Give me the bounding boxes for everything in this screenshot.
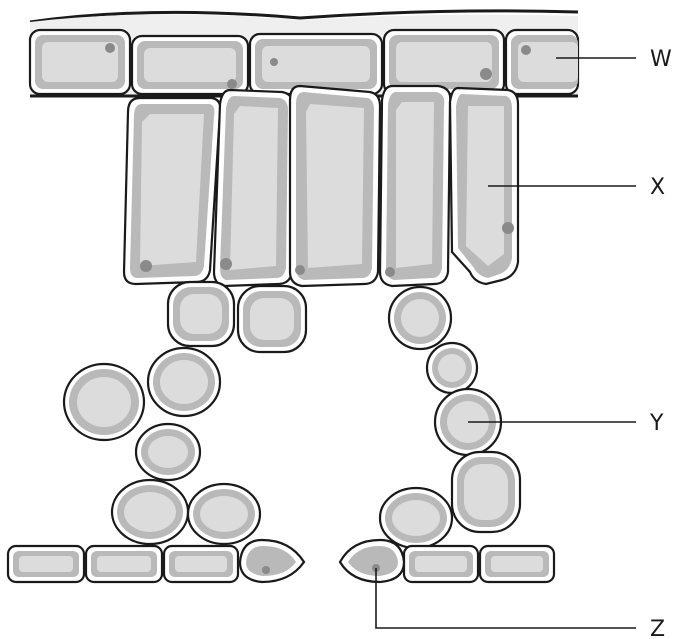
- spongy-cell: [136, 424, 200, 480]
- spongy-cell: [427, 343, 477, 393]
- epidermis-cell: [506, 30, 578, 94]
- guard-cell: [340, 540, 404, 582]
- epidermis-cell: [30, 30, 130, 94]
- spongy-cell: [112, 480, 188, 544]
- epidermis-cell: [250, 34, 382, 94]
- palisade-cell: [380, 86, 450, 286]
- spongy-cell: [389, 287, 451, 349]
- spongy-layer: [64, 282, 520, 548]
- spongy-cell: [380, 488, 452, 548]
- palisade-cell: [214, 90, 294, 286]
- spongy-cell: [452, 452, 520, 532]
- lower-epidermis-cell: [480, 546, 554, 582]
- lower-epidermis-cell: [8, 546, 84, 582]
- spongy-cell: [238, 286, 306, 352]
- lower-epidermis: [8, 540, 554, 582]
- spongy-cell: [188, 484, 260, 544]
- epidermis-cell: [384, 30, 504, 94]
- palisade-cell: [290, 86, 380, 286]
- lower-epidermis-cell: [404, 546, 478, 582]
- guard-cell: [240, 540, 304, 582]
- epidermis-cell: [132, 36, 248, 94]
- lower-epidermis-cell: [86, 546, 162, 582]
- spongy-cell: [168, 282, 234, 346]
- lower-epidermis-cell: [164, 546, 238, 582]
- label-y: Y: [649, 411, 664, 436]
- upper-epidermis: [30, 30, 578, 94]
- label-w: W: [650, 47, 672, 72]
- label-z: Z: [650, 617, 665, 639]
- palisade-layer: [124, 86, 518, 286]
- spongy-cell: [64, 364, 144, 440]
- spongy-cell: [148, 348, 220, 416]
- palisade-cell: [124, 98, 220, 284]
- label-x: X: [650, 175, 665, 200]
